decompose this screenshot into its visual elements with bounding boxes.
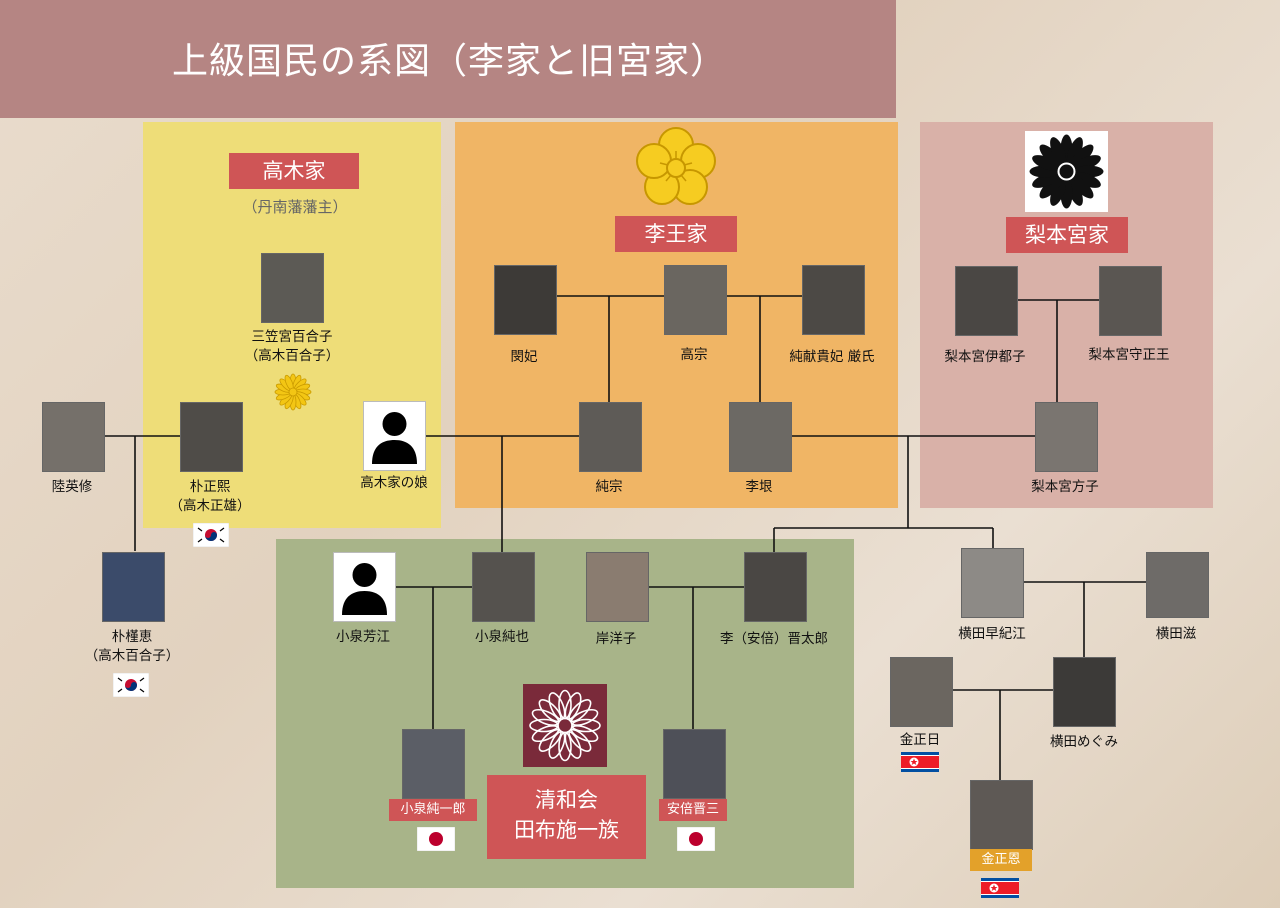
name-sunjong: 純宗 [595,479,623,495]
plum-blossom-crest-icon [633,126,719,214]
photo-mikasa [261,253,324,323]
photo-minbi [494,265,557,335]
name-park: 朴正熙 （高木正雄） [169,479,251,514]
name-sakie: 横田早紀江 [958,626,1026,642]
north-korea-flag-icon [981,878,1019,902]
photo-junichiro [402,729,465,799]
chrysanthemum-crest-icon [1029,134,1104,209]
name-takagi-daughter: 高木家の娘 [360,475,428,491]
mikasa-crest [274,373,312,415]
name-genshi: 純献貴妃 厳氏 [789,349,875,365]
nashimoto-family-label: 梨本宮家 [1006,217,1128,253]
photo-genshi [802,265,865,335]
photo-kimjongil [890,657,953,727]
photo-riku [42,402,105,472]
photo-kojong [664,265,727,335]
tag-kimjongun: 金正恩 [970,849,1032,871]
photo-sakie [961,548,1024,618]
photo-yoshie [333,552,396,622]
person-silhouette-icon [342,563,387,615]
name-riku: 陸英修 [51,479,93,495]
name-yoko: 岸洋子 [595,631,637,647]
name-junya: 小泉純也 [475,629,529,645]
photo-yoko [586,552,649,622]
photo-morimasa [1099,266,1162,336]
name-mikasa: 三笠宮百合子 （高木百合子） [244,329,340,364]
tag-junichiro: 小泉純一郎 [389,799,477,821]
tag-abe: 安倍晋三 [659,799,727,821]
name-yoshie: 小泉芳江 [336,629,390,645]
photo-junya [472,552,535,622]
south-korea-flag-icon [192,522,230,548]
photo-abe [663,729,726,799]
seiwakai-label: 清和会 田布施一族 [487,775,646,859]
name-rigin: 李垠 [745,479,773,495]
ri-family-label: 李王家 [615,216,737,252]
page-title: 上級国民の系図（李家と旧宮家） [172,41,728,82]
name-itsuko: 梨本宮伊都子 [944,349,1026,365]
takagi-family-label: 高木家 [229,153,359,189]
photo-shintaro [744,552,807,622]
person-silhouette-icon [372,412,417,464]
photo-itsuko [955,266,1018,336]
photo-sunjong [579,402,642,472]
photo-masako [1035,402,1098,472]
photo-shigeru [1146,552,1209,618]
photo-takagi-daughter [363,401,426,471]
name-geunhye: 朴槿恵 （高木百合子） [84,629,180,664]
title-bar [0,0,896,118]
seiwakai-label-line2: 田布施一族 [514,818,619,842]
photo-park [180,402,243,472]
name-minbi: 閔妃 [510,349,538,365]
japan-flag-icon [416,826,456,852]
photo-kimjongun [970,780,1033,850]
name-masako: 梨本宮方子 [1031,479,1099,495]
name-morimasa: 梨本宮守正王 [1088,347,1170,363]
takagi-family-subtitle: （丹南藩藩主） [242,198,348,216]
chrysanthemum-crest-icon [529,689,601,762]
chrysanthemum-crest-icon [274,373,312,411]
name-shintaro: 李（安倍）晋太郎 [720,631,828,647]
nashimoto-crest [1025,131,1108,212]
japan-flag-icon [676,826,716,852]
seiwakai-crest [523,684,607,767]
south-korea-flag-icon [112,672,150,698]
photo-geunhye [102,552,165,622]
name-shigeru: 横田滋 [1155,626,1197,642]
photo-megumi [1053,657,1116,727]
photo-rigin [729,402,792,472]
north-korea-flag-icon [901,752,939,776]
name-kimjongil: 金正日 [899,732,941,748]
name-megumi: 横田めぐみ [1050,734,1118,750]
seiwakai-label-line1: 清和会 [535,788,598,812]
name-kojong: 高宗 [680,347,708,363]
